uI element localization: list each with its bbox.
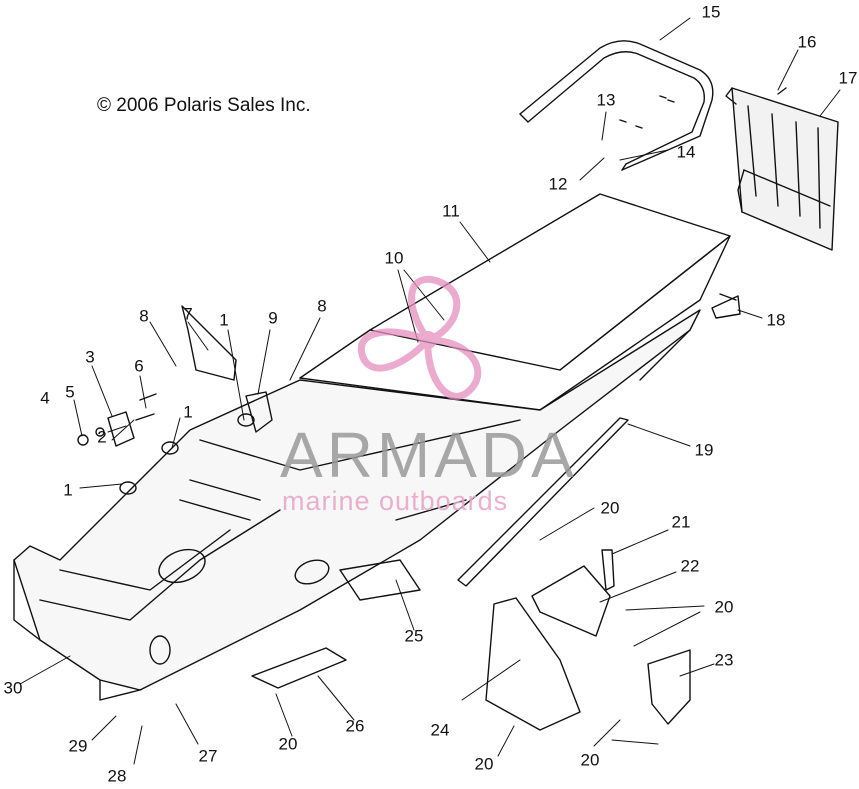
callout-label: 6: [134, 356, 144, 376]
callout-label: 19: [694, 440, 714, 460]
callout-label: 2: [97, 427, 107, 447]
watermark-brand: ARMADA: [280, 419, 578, 491]
callout-label: 20: [600, 498, 620, 518]
part-15-rear-bumper: [519, 40, 714, 171]
callout-label: 5: [65, 382, 75, 402]
part-7-bracket: [181, 305, 237, 381]
part-11-tunnel: [299, 193, 737, 411]
callout-label: 7: [183, 304, 193, 324]
callout-label: 8: [139, 306, 149, 326]
callout-label: 20: [580, 750, 600, 770]
leader-lines: [19, 17, 841, 765]
part-19-rail: [457, 417, 629, 587]
part-1-plug: [161, 441, 179, 455]
callout-label: 29: [68, 736, 88, 756]
callout-label: 8: [317, 296, 327, 316]
callout-label: 21: [671, 512, 691, 532]
propeller-logo-icon: [357, 275, 482, 400]
callout-label: 3: [85, 347, 95, 367]
callout-label: 10: [384, 248, 404, 268]
callout-label: 22: [680, 556, 700, 576]
callout-label: 24: [430, 720, 450, 740]
callout-label: 14: [676, 142, 696, 162]
part-4-nut: [77, 434, 89, 446]
callout-label: 12: [548, 174, 568, 194]
part-9-plate: [245, 391, 273, 433]
part-6-bolts: [135, 393, 157, 421]
callout-label: 16: [797, 32, 817, 52]
part-16-screw: [777, 87, 787, 95]
callout-label: 1: [63, 480, 73, 500]
watermark-tagline: marine outboards: [282, 486, 509, 516]
callout-label: 11: [442, 201, 460, 221]
callout-label: 20: [714, 597, 734, 617]
part-5-washer: [95, 427, 105, 437]
callout-label: 13: [596, 90, 616, 110]
callout-label: 1: [183, 402, 193, 422]
part-18-decal: [711, 295, 741, 319]
part-21-strap: [601, 549, 615, 591]
part-17-snow-flap: [725, 87, 839, 251]
chassis-main-body: [13, 309, 701, 701]
part-26-cover: [251, 647, 347, 689]
callout-label: 17: [838, 68, 858, 88]
part-1-plug: [119, 481, 137, 495]
part-3-bracket: [107, 411, 135, 447]
part-22-guard: [531, 565, 611, 637]
callout-label: 30: [3, 678, 23, 698]
callout-label: 25: [404, 626, 424, 646]
part-25-guide: [395, 499, 467, 521]
callout-label: 27: [198, 746, 218, 766]
callout-label: 28: [107, 766, 127, 786]
part-24-skid: [485, 597, 581, 731]
callout-label: 18: [766, 310, 786, 330]
part-1-plug: [237, 413, 255, 427]
part-23-panel: [647, 649, 691, 725]
callout-label: 26: [345, 716, 365, 736]
callout-label: 20: [278, 734, 298, 754]
callout-label: 1: [219, 310, 229, 330]
callout-label: 15: [701, 2, 721, 22]
callout-label: 20: [474, 754, 494, 774]
callout-label: 9: [268, 308, 278, 328]
callout-label: 23: [714, 650, 734, 670]
callout-label: 4: [40, 388, 50, 408]
copyright-notice: © 2006 Polaris Sales Inc.: [97, 95, 311, 116]
